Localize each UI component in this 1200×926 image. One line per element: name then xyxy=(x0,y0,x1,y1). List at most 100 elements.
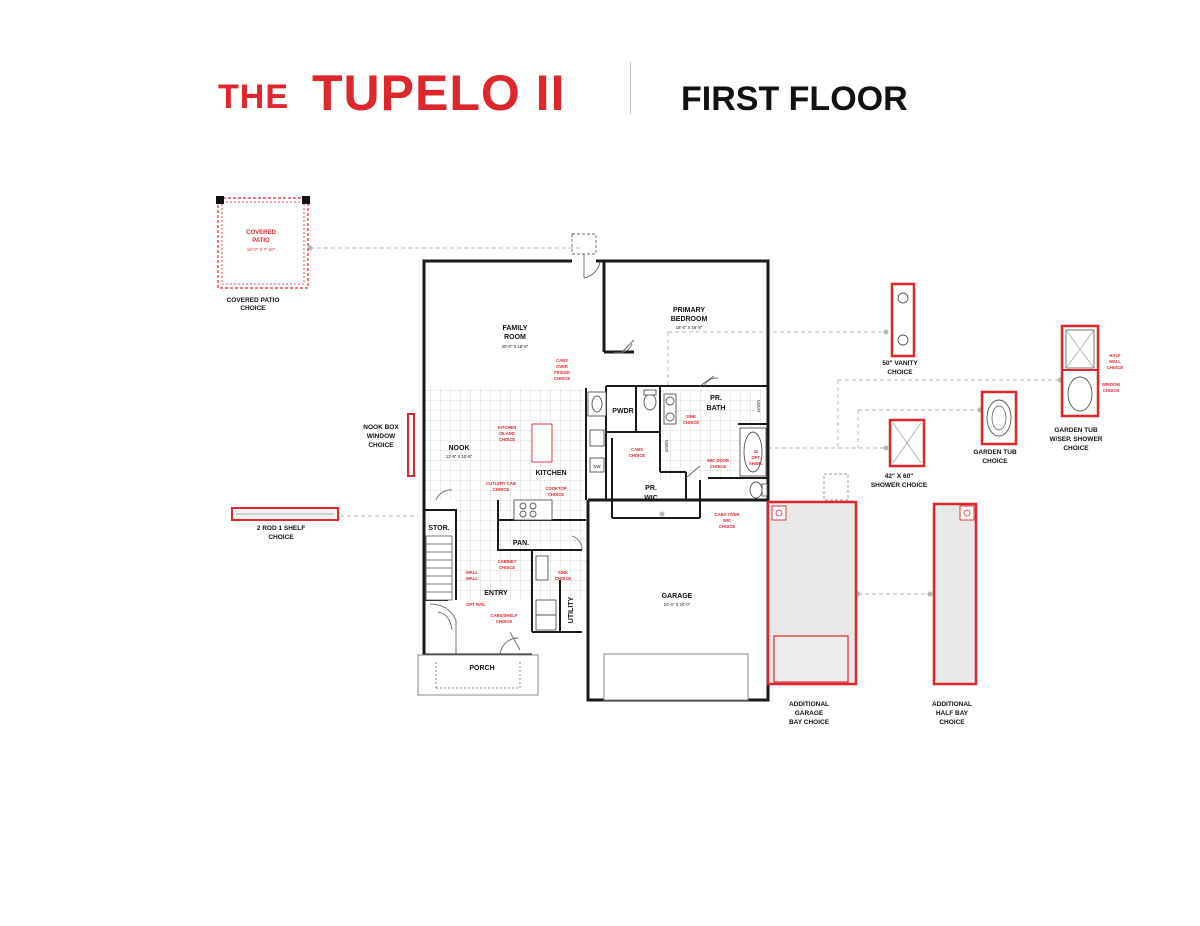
plan-name: TUPELO II xyxy=(312,65,566,121)
pr-wic-name-2: WIC xyxy=(644,495,658,502)
family-room-name-2: ROOM xyxy=(504,334,526,341)
add-garage-bay-label-3: BAY CHOICE xyxy=(789,719,830,726)
pr-bath-name-1: PR. xyxy=(710,395,722,402)
utility-name: UTILITY xyxy=(568,596,575,623)
cabs-choice-1: CABS xyxy=(631,447,643,452)
cooktop-2: CHOICE xyxy=(548,492,564,497)
nook-box-window-label-3: CHOICE xyxy=(368,442,394,449)
garage-door xyxy=(603,653,749,701)
kitchen-island xyxy=(531,423,553,463)
wall-wall-2: WALL xyxy=(466,576,478,581)
cabs-over-fridge-4: CHOICE xyxy=(554,376,570,381)
opt-rail-label: OPT RAIL xyxy=(466,602,486,607)
half-wall-label-3: CHOICE xyxy=(1107,365,1123,370)
porch-name: PORCH xyxy=(469,665,494,672)
family-room-dims: 20'-0" X 18'-8" xyxy=(502,344,529,349)
garden-tub-sep-label-3: CHOICE xyxy=(1063,445,1089,452)
opt-shwr-2: OPT. xyxy=(751,455,760,460)
garage-name: GARAGE xyxy=(662,593,693,600)
primary-bedroom-dims: 18'-0" X 16'-8" xyxy=(676,325,703,330)
kitchen-island-1: KITCHEN xyxy=(498,425,517,430)
cooktop-1: COOKTOP xyxy=(545,486,566,491)
tile-areas xyxy=(426,388,762,600)
covered-patio-caption-1: COVERED PATIO xyxy=(227,297,280,304)
nook-box-window-label-1: NOOK BOX xyxy=(363,424,399,431)
vanity-50-option xyxy=(890,282,916,358)
additional-garage-bay-option xyxy=(766,473,858,686)
kitchen-name: KITCHEN xyxy=(535,470,566,477)
covered-patio-label-2: PATIO xyxy=(252,238,270,244)
nook-box-window-option xyxy=(407,413,415,477)
pr-bath-name-2: BATH xyxy=(707,405,726,412)
rod-shelf-option xyxy=(231,507,339,521)
rod-shelf-label-2: CHOICE xyxy=(268,534,294,541)
add-half-bay-label-3: CHOICE xyxy=(939,719,965,726)
garden-tub-sep-label-2: W/SEP. SHOWER xyxy=(1050,436,1103,443)
stor-name: STOR. xyxy=(428,525,449,532)
cabs-over-fridge-1: CABS xyxy=(556,358,568,363)
add-half-bay-label-2: HALF BAY xyxy=(936,710,969,717)
cabs-shelf-1: CABS/SHELF xyxy=(491,613,518,618)
sink-choice-util-2: CHOICE xyxy=(555,576,571,581)
dw-label: DW xyxy=(594,464,601,469)
title-prefix: THE xyxy=(218,78,289,116)
pr-wic-name-1: PR. xyxy=(645,485,657,492)
covered-patio-caption-2: CHOICE xyxy=(240,305,266,312)
porch xyxy=(417,654,539,696)
nook-box-window-label-2: WINDOW xyxy=(367,433,396,440)
nook-dims: 11'-6" X 10'-6" xyxy=(446,454,473,459)
kitchen-island-3: CHOICE xyxy=(499,437,515,442)
cabs-shelf-2: CHOICE xyxy=(496,619,512,624)
garden-tub-sep-shower-option xyxy=(1060,324,1100,418)
wall-wall-1: WALL xyxy=(466,570,478,575)
window-choice-label-1: WINDOW xyxy=(1102,382,1120,387)
primary-bedroom-name-1: PRIMARY xyxy=(673,307,705,314)
cabinet-choice-2: CHOICE xyxy=(499,565,515,570)
sink-choice-util-1: SINK xyxy=(558,570,568,575)
entry-name: ENTRY xyxy=(484,590,508,597)
sink-choice-bath-2: CHOICE xyxy=(683,420,699,425)
half-wall-label-1: HALF xyxy=(1109,353,1121,358)
family-room-name-1: FAMILY xyxy=(502,325,527,332)
wic-door-1: WIC DOOR xyxy=(707,458,729,463)
garden-tub-sep-label-1: GARDEN TUB xyxy=(1054,427,1098,434)
floor-title: FIRST FLOOR xyxy=(681,80,908,118)
garden-tub-label-2: CHOICE xyxy=(982,458,1008,465)
add-garage-bay-label-1: ADDITIONAL xyxy=(789,701,829,708)
cabs-over-fridge-3: FRIDGE xyxy=(554,370,570,375)
garage-dims: 20'-0" X 20'-0" xyxy=(664,602,691,607)
opt-shwr-1: 42 xyxy=(754,449,759,454)
linen-label: LINEN xyxy=(664,440,669,452)
leader-lines xyxy=(310,247,1060,595)
window-choice-label-2: CHOICE xyxy=(1103,388,1119,393)
covered-patio-label-1: COVERED xyxy=(246,230,276,236)
shower-42-option xyxy=(888,418,926,468)
vanity-label-2: CHOICE xyxy=(887,369,913,376)
sink-choice-bath-1: SINK xyxy=(686,414,696,419)
cabs-over-wic-1: CABS OVER xyxy=(715,512,740,517)
opt-shwr-3: SHWR. xyxy=(749,461,763,466)
cabs-over-wic-2: WIC xyxy=(723,518,731,523)
covered-patio-option xyxy=(216,196,310,289)
title-divider xyxy=(630,62,631,114)
cabinet-choice-1: CABINET xyxy=(498,559,517,564)
pan-name: PAN. xyxy=(513,540,529,547)
half-wall-label-2: WALL xyxy=(1109,359,1121,364)
additional-half-bay-option xyxy=(932,502,978,686)
rod-shelf-label-1: 2 ROD 1 SHELF xyxy=(257,525,305,532)
cabs-over-wic-3: CHOICE xyxy=(719,524,735,529)
covered-patio-dims: 10'-0" X 7'-10" xyxy=(247,247,276,252)
shower-42-label-1: 42" X 60" xyxy=(885,473,914,480)
garden-tub-option xyxy=(980,390,1018,446)
bath-fixtures xyxy=(587,389,768,499)
stairs xyxy=(425,535,457,655)
pwdr-name: PWDR xyxy=(612,408,633,415)
nook-name: NOOK xyxy=(449,445,470,452)
add-half-bay-label-1: ADDITIONAL xyxy=(932,701,972,708)
vanity-label-1: 50" VANITY xyxy=(882,360,918,367)
garden-tub-label-1: GARDEN TUB xyxy=(973,449,1017,456)
primary-bedroom-name-2: BEDROOM xyxy=(671,316,708,323)
cutlery-cab-2: CHOICE xyxy=(493,487,509,492)
add-garage-bay-label-2: GARAGE xyxy=(795,710,824,717)
